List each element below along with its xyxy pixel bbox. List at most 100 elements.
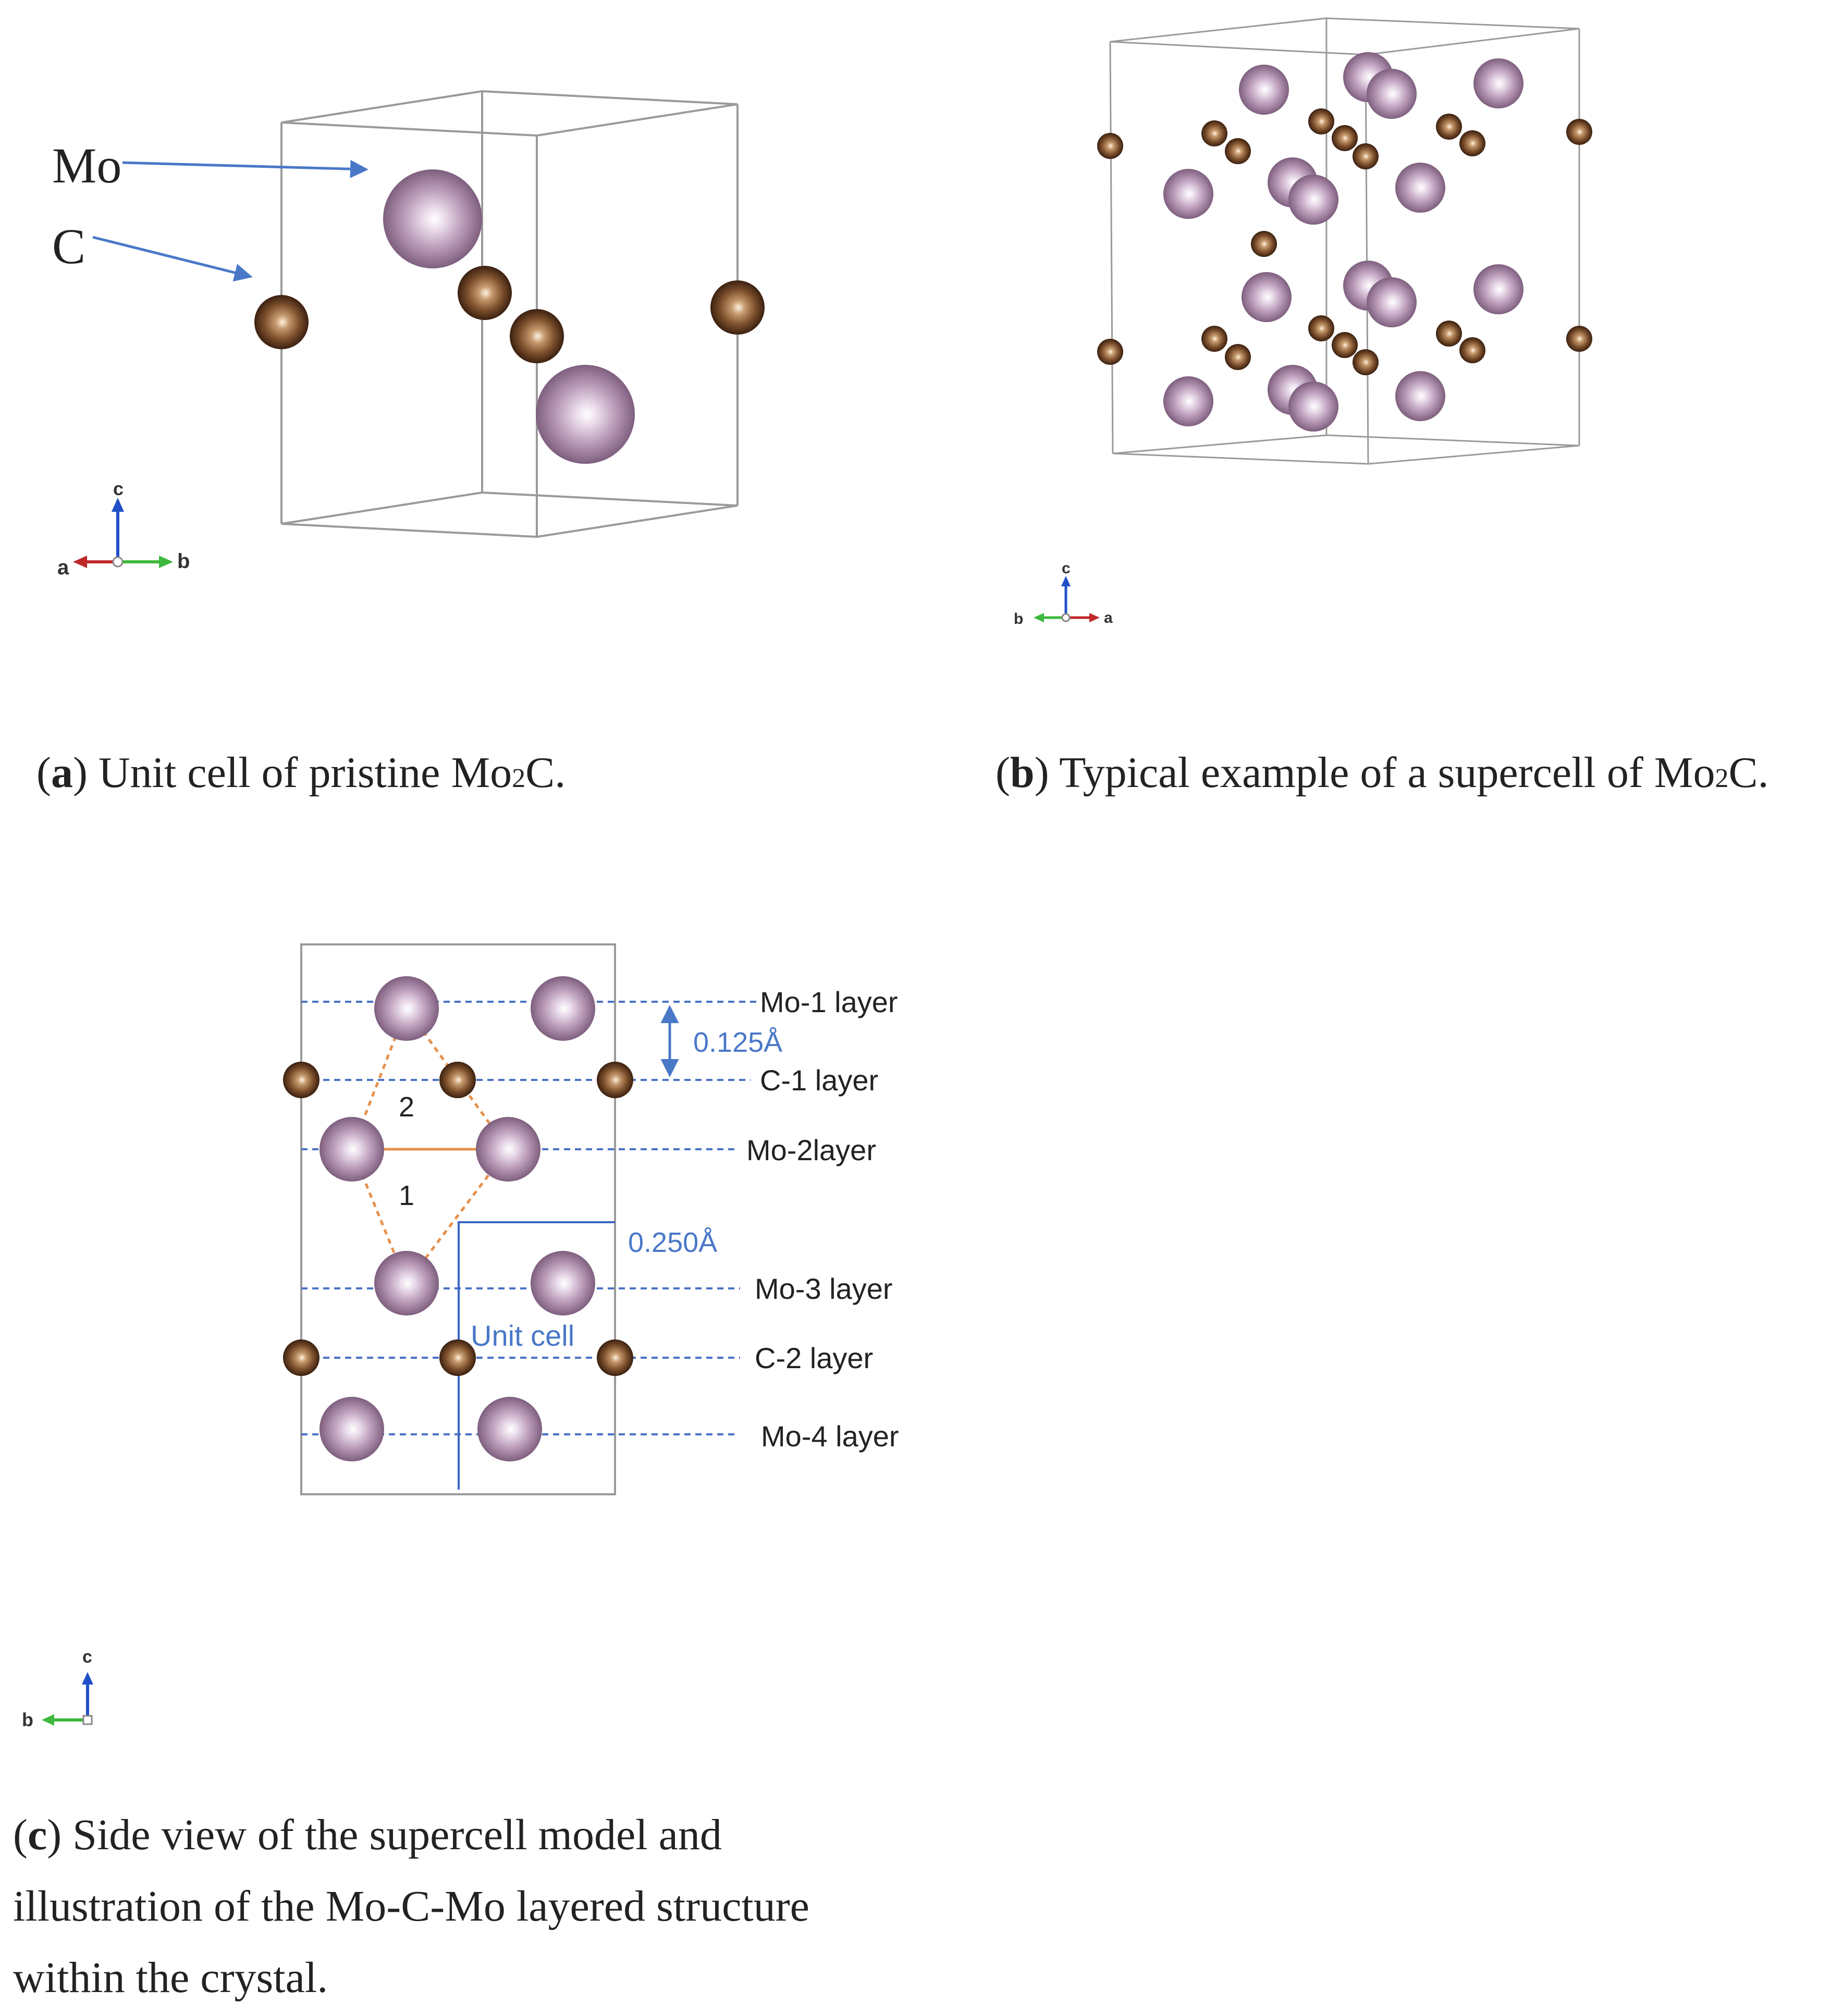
c1-layer-label: C-1 layer: [760, 1064, 878, 1097]
unit-cell-label: Unit cell: [471, 1319, 574, 1352]
caption-a-end: C.: [525, 748, 566, 797]
mo-atom: [1163, 169, 1213, 219]
unit-cell-outline: [458, 1221, 615, 1490]
axis-triad-a: c b a: [57, 478, 190, 579]
axis-triad-b: c a b: [1014, 560, 1113, 628]
c-atom: [1097, 133, 1123, 159]
caption-b: (b) Typical example of a supercell of Mo…: [996, 748, 1769, 797]
callouts-a: Mo C: [52, 138, 368, 282]
supercell-box: [1109, 17, 1580, 465]
caption-b-letter: b: [1010, 748, 1035, 797]
mo-atom: [536, 365, 635, 464]
caption-b-end: C.: [1728, 748, 1768, 797]
panel-b: c a b (b) Typical example of a supercell…: [996, 17, 1769, 797]
c-atom: [1459, 337, 1485, 363]
mo4-layer-label: Mo-4 layer: [761, 1420, 899, 1453]
c-atom: [1201, 326, 1227, 352]
mo-atom: [1367, 69, 1417, 119]
mo-atom: [319, 1117, 384, 1182]
c-atom: [439, 1339, 476, 1376]
mo-atom: [383, 169, 482, 268]
mo-atom: [1288, 382, 1338, 432]
c-atom: [1436, 321, 1462, 347]
c-atom: [1097, 339, 1123, 365]
c-atom: [597, 1062, 633, 1098]
c-atom: [1566, 119, 1592, 145]
c-atom: [458, 266, 512, 320]
mo-callout-arrow: [122, 159, 368, 178]
c-atom: [1308, 315, 1334, 341]
c-atom: [710, 280, 765, 335]
unit-cell-box: [280, 90, 739, 538]
caption-a: (a) Unit cell of pristine Mo2C.: [36, 748, 566, 797]
axis-label-c: c: [1062, 560, 1071, 577]
c-atom: [283, 1062, 319, 1098]
c-atom: [1308, 108, 1334, 134]
c-atom: [1436, 114, 1462, 140]
caption-c-line2: illustration of the Mo-C-Mo layered stru…: [13, 1882, 809, 1931]
mo1-layer-label: Mo-1 layer: [760, 986, 898, 1018]
mo-atom: [1242, 272, 1292, 322]
mo-atom: [1395, 371, 1445, 421]
atoms-a: [254, 169, 765, 464]
mo2-layer-label: Mo-2layer: [746, 1134, 876, 1166]
axis-label-a: a: [57, 556, 69, 579]
c-atom: [1225, 344, 1251, 370]
c2-layer-label: C-2 layer: [755, 1342, 873, 1374]
mo-atom: [1163, 376, 1213, 426]
c-atom: [1353, 143, 1379, 169]
axis-label-c: c: [113, 478, 124, 499]
c-atom: [1459, 130, 1485, 156]
region-1-label: 1: [399, 1180, 414, 1211]
caption-a-text: ) Unit cell of pristine Mo: [73, 748, 512, 797]
c-atom: [1566, 326, 1592, 352]
axis-label-a: a: [1104, 609, 1113, 626]
caption-a-sub: 2: [512, 764, 525, 793]
mo-atom: [374, 1251, 439, 1316]
mo-atom: [1239, 65, 1289, 115]
c-atom: [1353, 349, 1379, 375]
layer-labels: Mo-1 layer C-1 layer Mo-2layer Mo-3 laye…: [746, 986, 899, 1453]
axis-triad-c: c b: [22, 1647, 93, 1730]
mo-atom: [1367, 277, 1417, 327]
axis-label-c: c: [82, 1647, 92, 1667]
mo-atom: [1473, 264, 1523, 314]
c-atom: [283, 1339, 319, 1376]
mo-atom: [319, 1397, 384, 1461]
caption-c-line3: within the crystal.: [13, 1953, 328, 2002]
atoms-c: [283, 976, 633, 1461]
caption-c: (c) Side view of the supercell model and…: [13, 1811, 809, 2002]
mo-atom: [531, 1251, 595, 1316]
c-atom: [1225, 138, 1251, 164]
mo-atom: [1288, 175, 1338, 225]
spacing-cell-label: 0.250Å: [628, 1227, 717, 1258]
c-atom: [1332, 332, 1358, 358]
mo-atom: [1395, 163, 1445, 213]
mo3-layer-label: Mo-3 layer: [755, 1272, 893, 1305]
mo-atom: [476, 1117, 540, 1182]
c-atom: [254, 295, 309, 349]
panel-a: Mo C c b a (a) Unit cell of pristine Mo2…: [36, 90, 765, 797]
c-atom: [1332, 125, 1358, 151]
c-callout-arrow: [92, 236, 253, 282]
c-atom: [439, 1062, 476, 1098]
mo-atom: [374, 976, 439, 1041]
panel-c: 2 1 0.125Å 0.250Å Unit cell Mo-1 layer C…: [13, 943, 899, 2002]
side-view-box: [300, 943, 616, 1495]
caption-c-letter: c: [28, 1811, 47, 1859]
c-atom: [510, 309, 564, 363]
axis-label-b: b: [1014, 610, 1023, 628]
caption-b-sub: 2: [1715, 764, 1728, 793]
region-2-label: 2: [399, 1091, 414, 1123]
caption-c-line1-text: ) Side view of the supercell model and: [47, 1811, 722, 1859]
axis-label-b: b: [177, 550, 190, 573]
c-atom: [597, 1339, 633, 1376]
caption-b-text: ) Typical example of a supercell of Mo: [1035, 748, 1715, 797]
c-atom: [1251, 231, 1277, 257]
mo-atom: [477, 1397, 542, 1461]
layer-lines: [301, 1001, 758, 1435]
caption-c-line1: (c) Side view of the supercell model and: [13, 1811, 722, 1859]
axis-label-b: b: [22, 1709, 33, 1730]
caption-a-letter: a: [51, 748, 73, 797]
